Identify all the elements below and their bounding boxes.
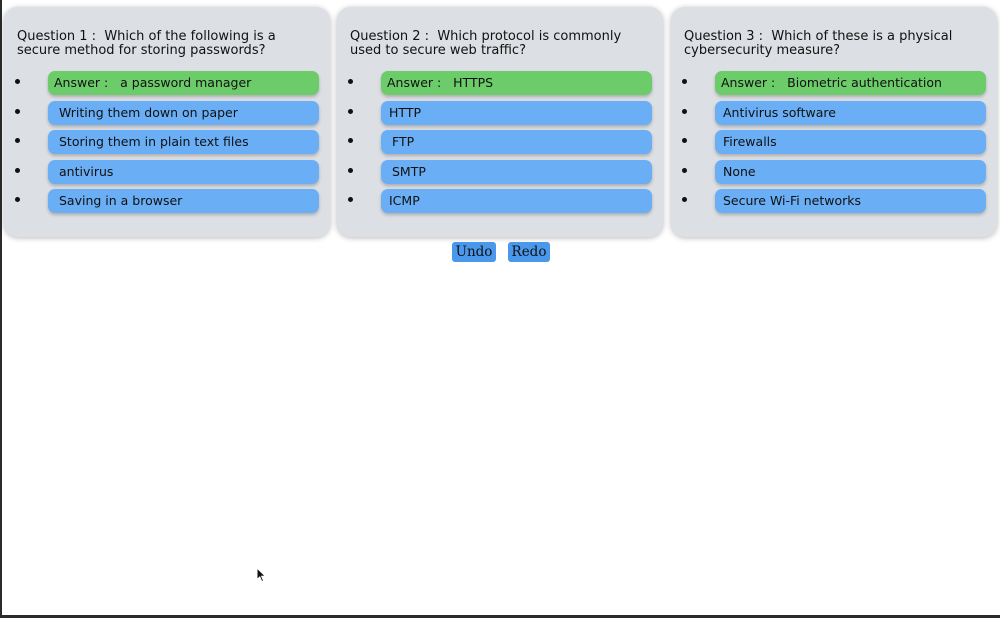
bullet-icon (348, 108, 353, 114)
bullet-icon (348, 79, 353, 84)
list-item: Writing them down on paper (15, 100, 319, 125)
option-button[interactable]: SMTP (381, 159, 652, 184)
bullet-icon (682, 138, 687, 144)
question-card-3: Question 3 : Which of these is a physica… (671, 7, 997, 237)
option-button[interactable]: Writing them down on paper (48, 100, 319, 125)
answer-option[interactable]: Answer : HTTPS (381, 71, 652, 95)
question-text: Which protocol is commonly used to secur… (350, 29, 622, 58)
options-list: Answer : Biometric authentication Antivi… (682, 71, 986, 219)
bullet-icon (682, 79, 687, 84)
question-card-1: Question 1 : Which of the following is a… (4, 7, 330, 237)
bullet-icon (348, 167, 353, 173)
question-card-2: Question 2 : Which protocol is commonly … (337, 7, 663, 237)
list-item: SMTP (348, 159, 652, 184)
option-button[interactable]: ICMP (381, 189, 652, 214)
history-toolbar: Undo Redo (0, 242, 1000, 262)
question-number: Question 1 : (17, 29, 97, 44)
bullet-icon (15, 108, 20, 114)
options-list: Answer : HTTPS HTTP FTP SMTP ICMP (348, 71, 652, 219)
question-text: Which of these is a physical cybersecuri… (684, 29, 953, 58)
answer-prefix: Answer : (54, 75, 109, 90)
answer-prefix: Answer : (387, 75, 442, 90)
question-number: Question 3 : (684, 29, 764, 44)
list-item: Secure Wi-Fi networks (682, 189, 986, 214)
option-button[interactable]: Antivirus software (715, 100, 986, 125)
bullet-icon (348, 138, 353, 144)
list-item: Firewalls (682, 130, 986, 155)
list-item: Answer : HTTPS (348, 71, 652, 95)
answer-text: Biometric authentication (787, 75, 942, 90)
bullet-icon (682, 197, 687, 203)
list-item: HTTP (348, 100, 652, 125)
list-item: Answer : a password manager (15, 71, 319, 95)
bullet-icon (15, 79, 20, 84)
answer-prefix: Answer : (721, 75, 776, 90)
bullet-icon (15, 167, 20, 173)
question-number: Question 2 : (350, 29, 430, 44)
answer-text: a password manager (120, 75, 252, 90)
list-item: Storing them in plain text files (15, 130, 319, 155)
list-item: ICMP (348, 189, 652, 214)
option-button[interactable]: antivirus (48, 159, 319, 184)
list-item: antivirus (15, 159, 319, 184)
answer-option[interactable]: Answer : Biometric authentication (715, 71, 986, 95)
option-button[interactable]: Storing them in plain text files (48, 130, 319, 155)
question-title: Question 2 : Which protocol is commonly … (350, 30, 640, 58)
list-item: Answer : Biometric authentication (682, 71, 986, 95)
question-cards: Question 1 : Which of the following is a… (4, 7, 998, 239)
list-item: FTP (348, 130, 652, 155)
option-button[interactable]: None (715, 159, 986, 184)
answer-option[interactable]: Answer : a password manager (48, 71, 319, 95)
bullet-icon (682, 108, 687, 114)
list-item: None (682, 159, 986, 184)
bullet-icon (682, 167, 687, 173)
bullet-icon (348, 197, 353, 203)
option-button[interactable]: Saving in a browser (48, 189, 319, 214)
options-list: Answer : a password manager Writing them… (15, 71, 319, 219)
question-text: Which of the following is a secure metho… (17, 29, 276, 58)
bullet-icon (15, 138, 20, 144)
list-item: Saving in a browser (15, 189, 319, 214)
mouse-pointer-icon (256, 567, 267, 583)
option-button[interactable]: HTTP (381, 100, 652, 125)
question-title: Question 3 : Which of these is a physica… (684, 30, 974, 58)
bullet-icon (15, 197, 20, 203)
undo-button[interactable]: Undo (452, 242, 496, 262)
redo-button[interactable]: Redo (508, 242, 550, 262)
option-button[interactable]: Secure Wi-Fi networks (715, 189, 986, 214)
option-button[interactable]: FTP (381, 130, 652, 155)
list-item: Antivirus software (682, 100, 986, 125)
question-title: Question 1 : Which of the following is a… (17, 30, 307, 58)
option-button[interactable]: Firewalls (715, 130, 986, 155)
answer-text: HTTPS (453, 75, 494, 90)
